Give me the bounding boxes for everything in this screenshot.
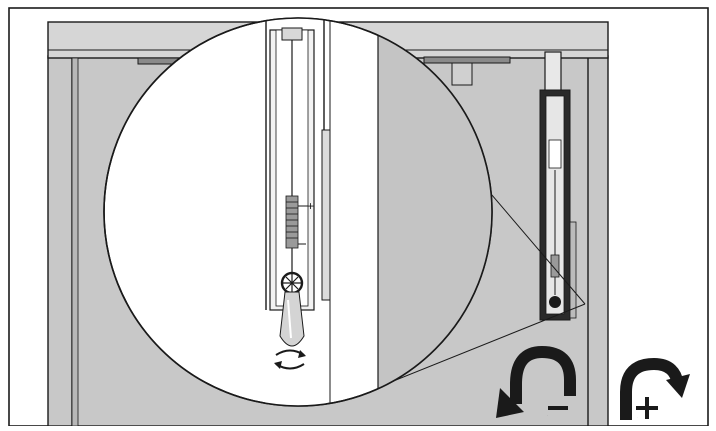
spring [285,195,299,249]
cw-sign: + [637,417,638,419]
right-mechanism [539,51,577,321]
spring-plus-label: + [307,199,314,213]
hinge-plate-right [423,56,511,64]
magnifier-tangent-lower [385,303,586,385]
screwdriver [279,291,305,347]
rotate-clockwise-icon: + [620,357,690,420]
hinge-clip [451,62,473,86]
turn-screw-icon [274,349,306,370]
left-stile-edge [71,57,79,427]
ccw-sign: − [547,415,548,417]
rotate-counterclockwise-icon: − [496,345,576,418]
